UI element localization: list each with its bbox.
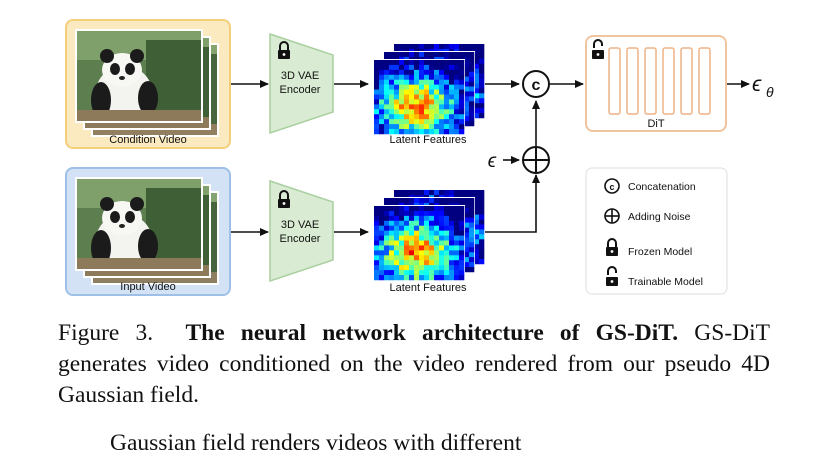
output-epsilon-symbol: ϵ bbox=[752, 73, 762, 96]
architecture-diagram: Condition Video Input Video 3D VAE Encod… bbox=[65, 19, 774, 296]
dit-transformer-block bbox=[626, 47, 639, 115]
figure-body: GS-DiT generates video conditioned on th… bbox=[58, 320, 771, 408]
legend-frozen-model: Frozen Model bbox=[605, 238, 692, 258]
concat-symbol: c bbox=[532, 77, 541, 94]
svg-text:c: c bbox=[609, 182, 614, 192]
legend: c Concatenation Adding Noise Frozen Mode… bbox=[585, 167, 728, 295]
dit-transformer-blocks bbox=[608, 47, 711, 115]
legend-adding-noise-label: Adding Noise bbox=[628, 211, 691, 223]
concatenation-node: c bbox=[522, 70, 550, 98]
adding-noise-node bbox=[522, 146, 550, 174]
latent-features-bottom bbox=[373, 189, 485, 281]
legend-trainable-model: Trainable Model bbox=[605, 266, 703, 288]
output-theta-subscript: θ bbox=[766, 84, 774, 100]
encoder-top: 3D VAE Encoder bbox=[269, 32, 334, 135]
encoder-bottom-label-line2: Encoder bbox=[280, 233, 321, 245]
legend-trainable-model-label: Trainable Model bbox=[628, 276, 703, 288]
dit-block: DiT bbox=[585, 35, 727, 132]
arrow-latent-to-noise bbox=[485, 174, 540, 233]
dit-transformer-block bbox=[644, 47, 657, 115]
latent-features-top-label: Latent Features bbox=[389, 134, 467, 146]
encoder-bottom: 3D VAE Encoder bbox=[269, 179, 334, 283]
latent-features-bottom-label: Latent Features bbox=[389, 282, 467, 294]
noise-epsilon-symbol: ϵ bbox=[488, 151, 497, 172]
dit-label: DiT bbox=[647, 118, 664, 130]
figure-caption: Figure 3. The neural network architectur… bbox=[58, 318, 770, 411]
dit-transformer-block bbox=[662, 47, 675, 115]
legend-concatenation-label: Concatenation bbox=[628, 181, 696, 193]
legend-frozen-model-label: Frozen Model bbox=[628, 246, 692, 258]
encoder-top-label-line2: Encoder bbox=[280, 84, 321, 96]
dit-transformer-block bbox=[698, 47, 711, 115]
condition-video-frames bbox=[75, 29, 219, 137]
dit-transformer-block bbox=[680, 47, 693, 115]
input-video-label: Input Video bbox=[120, 281, 175, 293]
figure-label: Figure 3. bbox=[58, 320, 154, 346]
input-video-block: Input Video bbox=[65, 167, 231, 296]
encoder-bottom-label-line1: 3D VAE bbox=[281, 219, 319, 231]
legend-adding-noise: Adding Noise bbox=[604, 208, 691, 224]
condition-video-label: Condition Video bbox=[109, 134, 186, 146]
dit-transformer-block bbox=[608, 47, 621, 115]
latent-features-top bbox=[373, 43, 485, 135]
condition-video-block: Condition Video bbox=[65, 19, 231, 149]
concat-icon bbox=[604, 178, 620, 194]
legend-concatenation: c Concatenation bbox=[604, 178, 696, 194]
encoder-top-label-line1: 3D VAE bbox=[281, 70, 319, 82]
figure-title: The neural network architecture of GS-Di… bbox=[185, 320, 679, 346]
input-video-frames bbox=[75, 177, 219, 285]
